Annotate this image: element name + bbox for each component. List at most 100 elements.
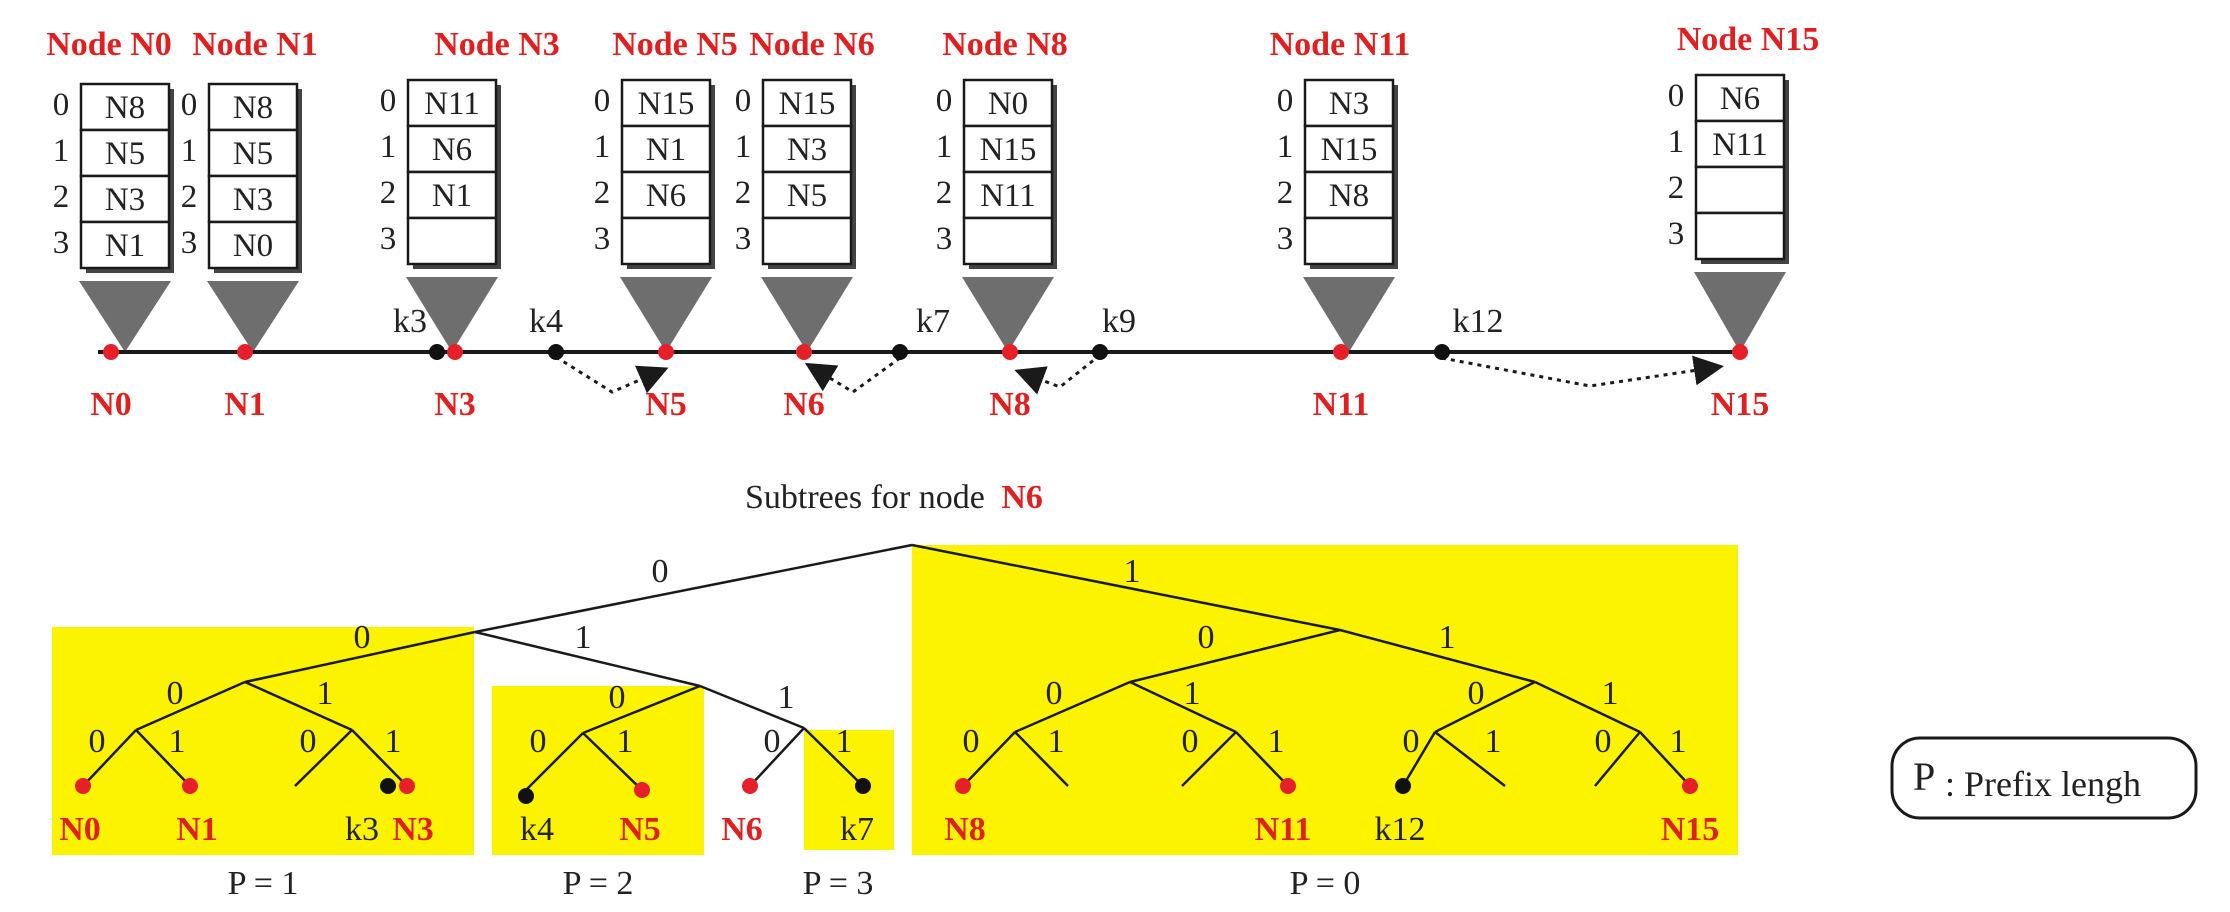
row-index: 3 — [594, 221, 611, 257]
row-index: 1 — [1277, 129, 1294, 165]
table-title: Node N0 — [46, 26, 172, 63]
table-cell — [761, 170, 853, 220]
arrow-k12-n15 — [1441, 355, 1724, 388]
table-entry: N0 — [233, 228, 273, 264]
edge-label: 1 — [575, 619, 592, 656]
edge-label: 0 — [354, 619, 371, 656]
group-label-p1: P = 1 — [228, 865, 299, 902]
group-label-p0: P = 0 — [1290, 865, 1361, 902]
tree-edge — [244, 680, 353, 732]
funnel-connector — [620, 277, 712, 352]
table-entry: N11 — [980, 178, 1036, 214]
group-label-p3: P = 3 — [803, 865, 874, 902]
tree-edge — [82, 729, 137, 787]
legend: P : Prefix lengh — [1890, 736, 2198, 820]
table-entry: N15 — [779, 86, 836, 122]
ring-node-n6-label: N6 — [783, 386, 825, 423]
arrow-k9-n8 — [1014, 353, 1101, 395]
row-index: 0 — [1277, 83, 1294, 119]
row-index: 3 — [936, 221, 953, 257]
tree-edge — [1181, 731, 1237, 787]
leaf-k3-dot — [380, 778, 396, 794]
row-index: 0 — [380, 83, 397, 119]
edge-label: 0 — [300, 723, 317, 760]
tree-edge — [525, 732, 584, 791]
table-cell — [406, 124, 498, 174]
key-k12-dot — [1434, 344, 1450, 360]
highlight-p0 — [912, 545, 1738, 855]
tree-edge — [962, 731, 1016, 787]
table-cell — [761, 78, 853, 128]
tree-edge — [1434, 731, 1506, 787]
edge-label: 1 — [1439, 619, 1456, 656]
ring-node-n5-dot — [658, 344, 674, 360]
leaf-n5-label: N5 — [619, 811, 661, 848]
edge-label: 0 — [1403, 723, 1420, 760]
tree-edge — [582, 732, 643, 791]
tree-edge — [1639, 731, 1691, 787]
tree-edge — [1594, 731, 1641, 787]
table-cell — [1694, 211, 1786, 261]
tree-edge — [474, 543, 913, 634]
table-entry: N1 — [646, 132, 686, 168]
edge-label: 0 — [1595, 723, 1612, 760]
table-cell — [406, 170, 498, 220]
tree-edge — [244, 630, 476, 684]
row-index: 1 — [594, 129, 611, 165]
ring-node-n15-dot — [1732, 344, 1748, 360]
table-entry: N15 — [638, 86, 695, 122]
ring-node-n11-dot — [1333, 344, 1349, 360]
key-k12-label: k12 — [1453, 303, 1504, 340]
leaf-n0-dot — [75, 778, 91, 794]
leaf-n8-dot — [955, 778, 971, 794]
edge-label: 0 — [652, 553, 669, 590]
edge-label: 1 — [1184, 675, 1201, 712]
leaf-n15-label: N15 — [1661, 811, 1720, 848]
tree-edge — [1401, 731, 1437, 787]
table-cell — [620, 170, 712, 220]
edge-label: 1 — [617, 723, 634, 760]
table-entry: N3 — [787, 132, 827, 168]
table-entry: N5 — [787, 178, 827, 214]
tree-edge — [1014, 680, 1131, 734]
leaf-n11-dot — [1280, 778, 1296, 794]
table-entry: N0 — [988, 86, 1028, 122]
table-entry: N5 — [105, 136, 145, 172]
funnel-connector — [406, 277, 498, 352]
edge-label: 0 — [1182, 723, 1199, 760]
table-entry: N3 — [105, 182, 145, 218]
leaf-n8-label: N8 — [944, 811, 986, 848]
table-cell — [1303, 216, 1395, 266]
row-index: 1 — [380, 129, 397, 165]
table-title: Node N3 — [434, 26, 560, 63]
table-cell — [207, 220, 299, 270]
tree-edge — [135, 729, 191, 787]
table-cell — [620, 78, 712, 128]
highlight-p3 — [804, 730, 894, 850]
table-entry: N8 — [105, 90, 145, 126]
table-entry: N8 — [233, 90, 273, 126]
leaf-k3-label: k3 — [345, 811, 379, 848]
tree-edge — [803, 727, 864, 787]
edge-label: 1 — [1485, 723, 1502, 760]
row-index: 2 — [936, 175, 953, 211]
leaf-k7-dot — [855, 778, 871, 794]
row-index: 0 — [181, 87, 198, 123]
edge-label: 0 — [764, 723, 781, 760]
table-cell — [1694, 165, 1786, 215]
table-cell — [207, 82, 299, 132]
edge-label: 1 — [317, 675, 334, 712]
edge-label: 1 — [1602, 675, 1619, 712]
legend-text: : Prefix lengh — [1945, 764, 2141, 804]
table-title: Node N15 — [1677, 21, 1820, 58]
tree-edge — [582, 684, 701, 735]
leaf-n3-dot — [399, 778, 415, 794]
table-cell — [1303, 170, 1395, 220]
